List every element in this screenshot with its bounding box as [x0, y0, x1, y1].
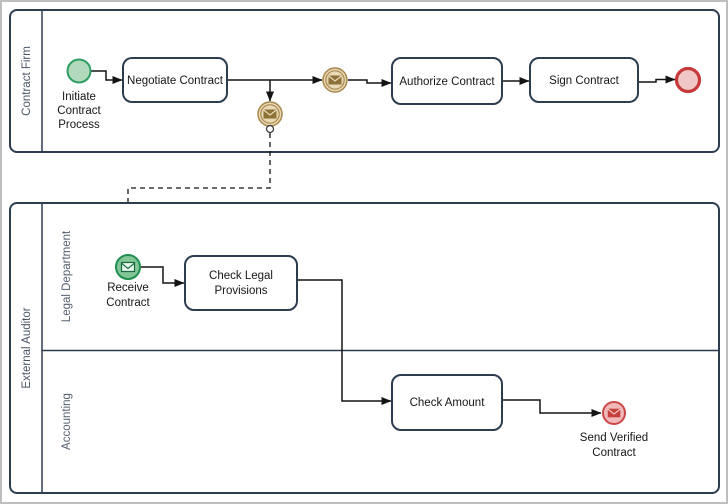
event-inner-circle — [260, 104, 280, 124]
task-authorize-contract[interactable]: Authorize Contract — [391, 57, 503, 105]
task-authorize-contract-shape[interactable] — [391, 57, 503, 105]
sequence-flow-sign-to-end — [638, 75, 676, 84]
task-sign-contract-label: Sign Contract — [549, 75, 619, 87]
task-check-legal-provisions[interactable]: Check Legal Provisions — [184, 255, 298, 311]
task-negotiate-contract[interactable]: Negotiate Contract — [122, 57, 228, 103]
lane-label-accounting: Accounting — [61, 393, 73, 450]
lane-label-legal-department: Legal Department — [61, 230, 73, 322]
send-event-label-line1: Send Verified — [580, 432, 648, 444]
task-authorize-contract-label: Authorize Contract — [399, 76, 495, 88]
event-inner-circle — [325, 70, 345, 90]
envelope-icon — [263, 109, 277, 119]
sequence-flow-check-amount-to-send — [502, 399, 602, 417]
start-event-label-line3: Process — [58, 119, 100, 131]
task-check-legal-label-line1: Check Legal — [209, 270, 273, 282]
pool-label-external-auditor: External Auditor — [21, 307, 33, 388]
pool-label-contract-firm: Contract Firm — [21, 46, 33, 116]
task-sign-contract[interactable]: Sign Contract — [529, 57, 639, 103]
start-event-label-line1: Initiate — [62, 91, 96, 103]
start-event-circle[interactable] — [66, 58, 92, 84]
send-event-label-line2: Contract — [592, 447, 636, 459]
task-negotiate-contract-shape[interactable] — [122, 57, 228, 103]
task-check-amount-label: Check Amount — [410, 397, 486, 409]
envelope-icon — [328, 75, 342, 85]
sequence-flow-message-to-authorize — [348, 79, 392, 87]
message-flow-source-dot — [265, 124, 275, 134]
envelope-icon — [607, 408, 621, 418]
start-event-initiate[interactable]: Initiate Contract Process — [57, 58, 102, 132]
sequence-flow-start-to-negotiate — [91, 70, 123, 84]
receive-event-label-line2: Contract — [106, 297, 150, 309]
message-start-event-receive[interactable]: Receive Contract — [106, 254, 151, 309]
task-check-amount-shape[interactable] — [391, 374, 503, 431]
envelope-icon — [120, 261, 136, 273]
task-check-amount[interactable]: Check Amount — [391, 374, 503, 431]
task-check-legal-provisions-shape[interactable] — [184, 255, 298, 311]
task-negotiate-contract-label: Negotiate Contract — [127, 75, 224, 87]
message-intermediate-throw-event-branch[interactable] — [257, 101, 283, 134]
start-event-label-line2: Contract — [57, 105, 101, 117]
message-end-event-send[interactable]: Send Verified Contract — [580, 401, 648, 459]
sequence-flow-check-legal-to-check-amount — [297, 279, 392, 405]
receive-event-label-line1: Receive — [107, 282, 149, 294]
end-event[interactable] — [674, 66, 702, 94]
message-intermediate-throw-event-main[interactable] — [322, 67, 348, 93]
pool-contract-firm-shape[interactable] — [9, 9, 720, 153]
sequence-flow-receive-to-check-legal — [140, 266, 185, 287]
task-sign-contract-shape[interactable] — [529, 57, 639, 103]
task-check-legal-label-line2: Provisions — [214, 285, 267, 297]
pool-contract-firm[interactable]: Contract Firm — [9, 9, 720, 153]
